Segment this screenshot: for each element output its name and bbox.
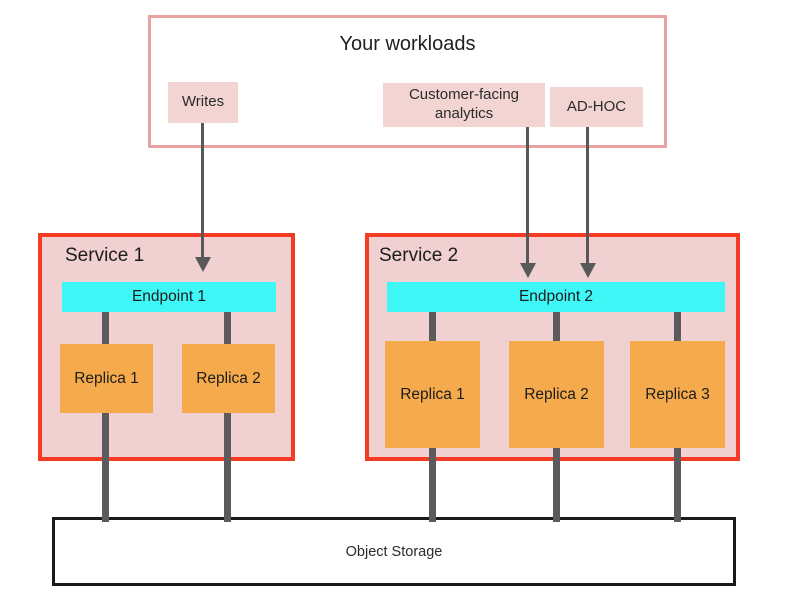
- object-storage-label: Object Storage: [345, 543, 443, 560]
- arrow-adhoc-to-endpoint2-head-icon: [580, 263, 596, 278]
- workload-writes-chip: Writes: [168, 82, 238, 123]
- service-1-label: Service 1: [65, 245, 145, 266]
- service-2-endpoint-label: Endpoint 2: [518, 288, 594, 305]
- arrow-analytics-to-endpoint2-head-icon: [520, 263, 536, 278]
- arrow-writes-to-endpoint1-head-icon: [195, 257, 211, 272]
- your-workloads-title: Your workloads: [339, 33, 476, 55]
- service-1-endpoint-label: Endpoint 1: [131, 288, 207, 305]
- service-1-replica-1-label: Replica 1: [74, 369, 139, 387]
- workload-customer-facing-analytics-chip: Customer-facing analytics: [383, 83, 545, 127]
- connector-endpoint2-replica2: [553, 312, 560, 341]
- workload-writes-label: Writes: [181, 93, 225, 111]
- service-2-replica-3-label: Replica 3: [645, 385, 710, 403]
- connector-endpoint2-replica3: [674, 312, 681, 341]
- connector-s2-replica2-storage: [553, 448, 560, 522]
- service-1-replica-2: Replica 2: [182, 344, 275, 413]
- service-1-endpoint: Endpoint 1: [62, 282, 276, 312]
- service-1-replica-1: Replica 1: [60, 344, 153, 413]
- connector-s2-replica1-storage: [429, 448, 436, 522]
- service-2-replica-1-label: Replica 1: [400, 385, 465, 403]
- connector-endpoint2-replica1: [429, 312, 436, 341]
- service-1-replica-2-label: Replica 2: [196, 369, 261, 387]
- service-2-replica-2: Replica 2: [509, 341, 604, 448]
- workload-adhoc-chip: AD-HOC: [550, 87, 643, 127]
- connector-s1-replica2-storage: [224, 413, 231, 522]
- arrow-analytics-to-endpoint2-line: [526, 127, 529, 264]
- connector-s1-replica1-storage: [102, 413, 109, 522]
- workload-adhoc-label: AD-HOC: [566, 97, 627, 115]
- workload-customer-facing-analytics-label: Customer-facing analytics: [408, 86, 520, 122]
- service-2-replica-1: Replica 1: [385, 341, 480, 448]
- service-2-replica-2-label: Replica 2: [524, 385, 589, 403]
- arrow-writes-to-endpoint1-line: [201, 123, 204, 258]
- connector-endpoint1-replica1: [102, 312, 109, 344]
- object-storage-box: Object Storage: [52, 517, 736, 586]
- service-2-label: Service 2: [379, 245, 459, 266]
- arrow-adhoc-to-endpoint2-line: [586, 127, 589, 264]
- connector-endpoint1-replica2: [224, 312, 231, 344]
- connector-s2-replica3-storage: [674, 448, 681, 522]
- service-2-endpoint: Endpoint 2: [387, 282, 725, 312]
- service-2-replica-3: Replica 3: [630, 341, 725, 448]
